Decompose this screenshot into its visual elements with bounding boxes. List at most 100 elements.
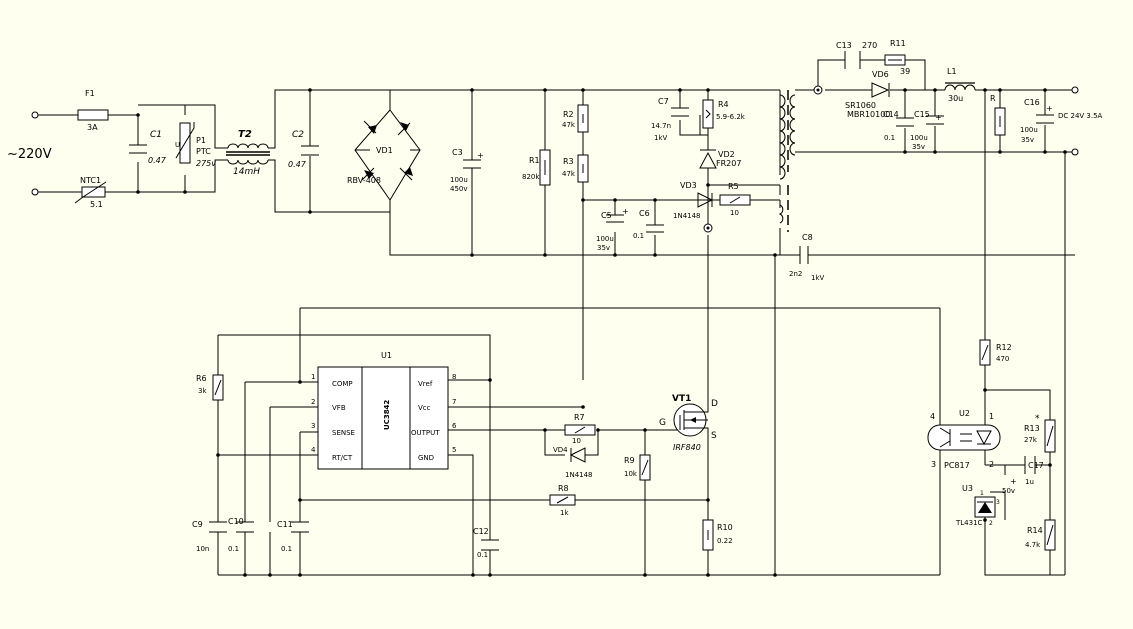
c15-value2: 35v bbox=[912, 143, 925, 151]
u3-pin-2: 2 bbox=[989, 520, 993, 527]
vd2-value: FR207 bbox=[716, 159, 741, 168]
c15-label: C15 bbox=[914, 110, 930, 119]
junctions bbox=[136, 88, 1067, 577]
vd6-label: VD6 bbox=[872, 70, 889, 79]
c14-label: C14 bbox=[883, 110, 899, 119]
u3-pin-3: 3 bbox=[996, 499, 1000, 506]
optocoupler-u2: U2 PC817 4 1 3 2 bbox=[927, 409, 1001, 470]
t2-value: 14mH bbox=[233, 167, 260, 177]
u2-value: PC817 bbox=[944, 461, 970, 470]
c16-label: C16 bbox=[1024, 98, 1040, 107]
resistor-r5: R5 10 bbox=[719, 182, 751, 217]
c8y-label: C8 bbox=[802, 233, 813, 242]
c13-value: 270 bbox=[862, 41, 877, 50]
r1-label: R1 bbox=[529, 156, 540, 165]
c15-value1: 100u bbox=[910, 134, 928, 142]
fuse-f1: F1 3A bbox=[77, 89, 109, 132]
c7-value2: 1kV bbox=[654, 134, 668, 142]
c8y-value1: 2n2 bbox=[789, 270, 802, 278]
pin-rtct: RT/CT bbox=[332, 454, 353, 462]
transformer-main bbox=[778, 90, 796, 232]
r1-value: 820k bbox=[522, 173, 540, 181]
diode-vd4: VD4 1N4148 bbox=[553, 446, 593, 479]
capacitor-c16: + C16 100u 35v DC 24V 3.5A bbox=[1020, 98, 1103, 144]
resistor-r10: R10 0.22 bbox=[702, 519, 733, 551]
c2-label: C2 bbox=[292, 130, 304, 140]
r11-label: R11 bbox=[890, 39, 906, 48]
pin-comp: COMP bbox=[332, 380, 353, 388]
l1-label: L1 bbox=[947, 67, 957, 76]
r14-label: R14 bbox=[1027, 526, 1043, 535]
resistor-r9: R9 10k bbox=[624, 454, 651, 481]
capacitor-c11: C11 0.1 bbox=[277, 520, 309, 553]
u1-chip: UC3842 bbox=[383, 400, 391, 430]
pin-sense: SENSE bbox=[332, 429, 355, 437]
vt1-gate: G bbox=[659, 418, 666, 428]
c12-label: C12 bbox=[473, 527, 489, 536]
c16-value2: 35v bbox=[1021, 136, 1034, 144]
u3-label: U3 bbox=[962, 484, 973, 493]
c1-label: C1 bbox=[150, 130, 162, 140]
diode-vd3: VD3 1N4148 bbox=[673, 181, 714, 220]
r13-label: R13 bbox=[1024, 424, 1040, 433]
u1-label: U1 bbox=[381, 351, 392, 360]
resistor-r2: R2 47k bbox=[562, 104, 589, 133]
diode-vd2: VD2 FR207 bbox=[699, 149, 741, 169]
r5-value: 10 bbox=[730, 209, 739, 217]
p1-value: 275v bbox=[196, 159, 216, 168]
ntc1-label: NTC1 bbox=[80, 176, 101, 185]
diode-vd6: VD6 SR1060 MBR10100 bbox=[845, 70, 890, 119]
vd3-value: 1N4148 bbox=[673, 212, 701, 220]
f1-label: F1 bbox=[85, 89, 95, 98]
u2-pin-2: 2 bbox=[989, 460, 994, 469]
capacitor-c13: C13 270 bbox=[836, 41, 877, 69]
r6-label: R6 bbox=[196, 374, 207, 383]
ntc1-value: 5.1 bbox=[90, 200, 103, 209]
u3-value: TL431C bbox=[955, 519, 983, 527]
c11-label: C11 bbox=[277, 520, 293, 529]
c5-plus: + bbox=[622, 207, 629, 216]
r7-value: 10 bbox=[572, 437, 581, 445]
c3-plus: + bbox=[477, 151, 484, 160]
c2-value: 0.47 bbox=[288, 160, 307, 169]
r2-value: 47k bbox=[562, 121, 576, 129]
r12-value: 470 bbox=[996, 355, 1009, 363]
ic-u1-uc3842: U1 UC3842 COMP VFB SENSE RT/CT Vref Vcc … bbox=[311, 351, 457, 470]
pin-gnd: GND bbox=[418, 454, 434, 462]
f1-value: 3A bbox=[87, 123, 98, 132]
c17-value2: 50v bbox=[1002, 487, 1015, 495]
r12-label: R12 bbox=[996, 343, 1012, 352]
r3-label: R3 bbox=[563, 157, 574, 166]
u2-pin-1: 1 bbox=[989, 412, 994, 421]
c7-value1: 14.7n bbox=[651, 122, 671, 130]
pin-vfb: VFB bbox=[332, 404, 346, 412]
resistor-r14: R14 4.7k bbox=[1025, 519, 1056, 551]
resistor-r11: R11 39 bbox=[884, 39, 910, 76]
r8-label: R8 bbox=[558, 484, 569, 493]
c11-value: 0.1 bbox=[281, 545, 292, 553]
c10-value: 0.1 bbox=[228, 545, 239, 553]
r6-value: 3k bbox=[198, 387, 207, 395]
terminals bbox=[31, 85, 1079, 233]
c12-value: 0.1 bbox=[477, 551, 488, 559]
r13-star: * bbox=[1035, 414, 1040, 424]
u2-label: U2 bbox=[959, 409, 970, 418]
pin-number-4: 4 bbox=[311, 446, 316, 454]
capacitor-c7: C7 14.7n 1kV bbox=[651, 97, 689, 142]
capacitor-c12: C12 0.1 bbox=[473, 527, 499, 559]
capacitor-c2: C2 0.47 bbox=[288, 130, 319, 169]
u-mark: U bbox=[175, 141, 180, 149]
c6-label: C6 bbox=[639, 209, 650, 218]
c6-value: 0.1 bbox=[633, 232, 644, 240]
thermistor-ntc1: NTC1 5.1 bbox=[74, 176, 107, 209]
pin-number-7: 7 bbox=[452, 398, 456, 406]
u2-pin-3: 3 bbox=[931, 460, 936, 469]
c1-value: 0.47 bbox=[148, 156, 167, 165]
vd4-label: VD4 bbox=[553, 446, 568, 454]
c7-label: C7 bbox=[658, 97, 669, 106]
input-voltage-label: ~220V bbox=[7, 147, 52, 162]
r9-value: 10k bbox=[624, 470, 638, 478]
c14-value: 0.1 bbox=[884, 134, 895, 142]
t2-label: T2 bbox=[238, 129, 252, 140]
capacitor-c15: + C15 100u 35v bbox=[910, 110, 944, 151]
